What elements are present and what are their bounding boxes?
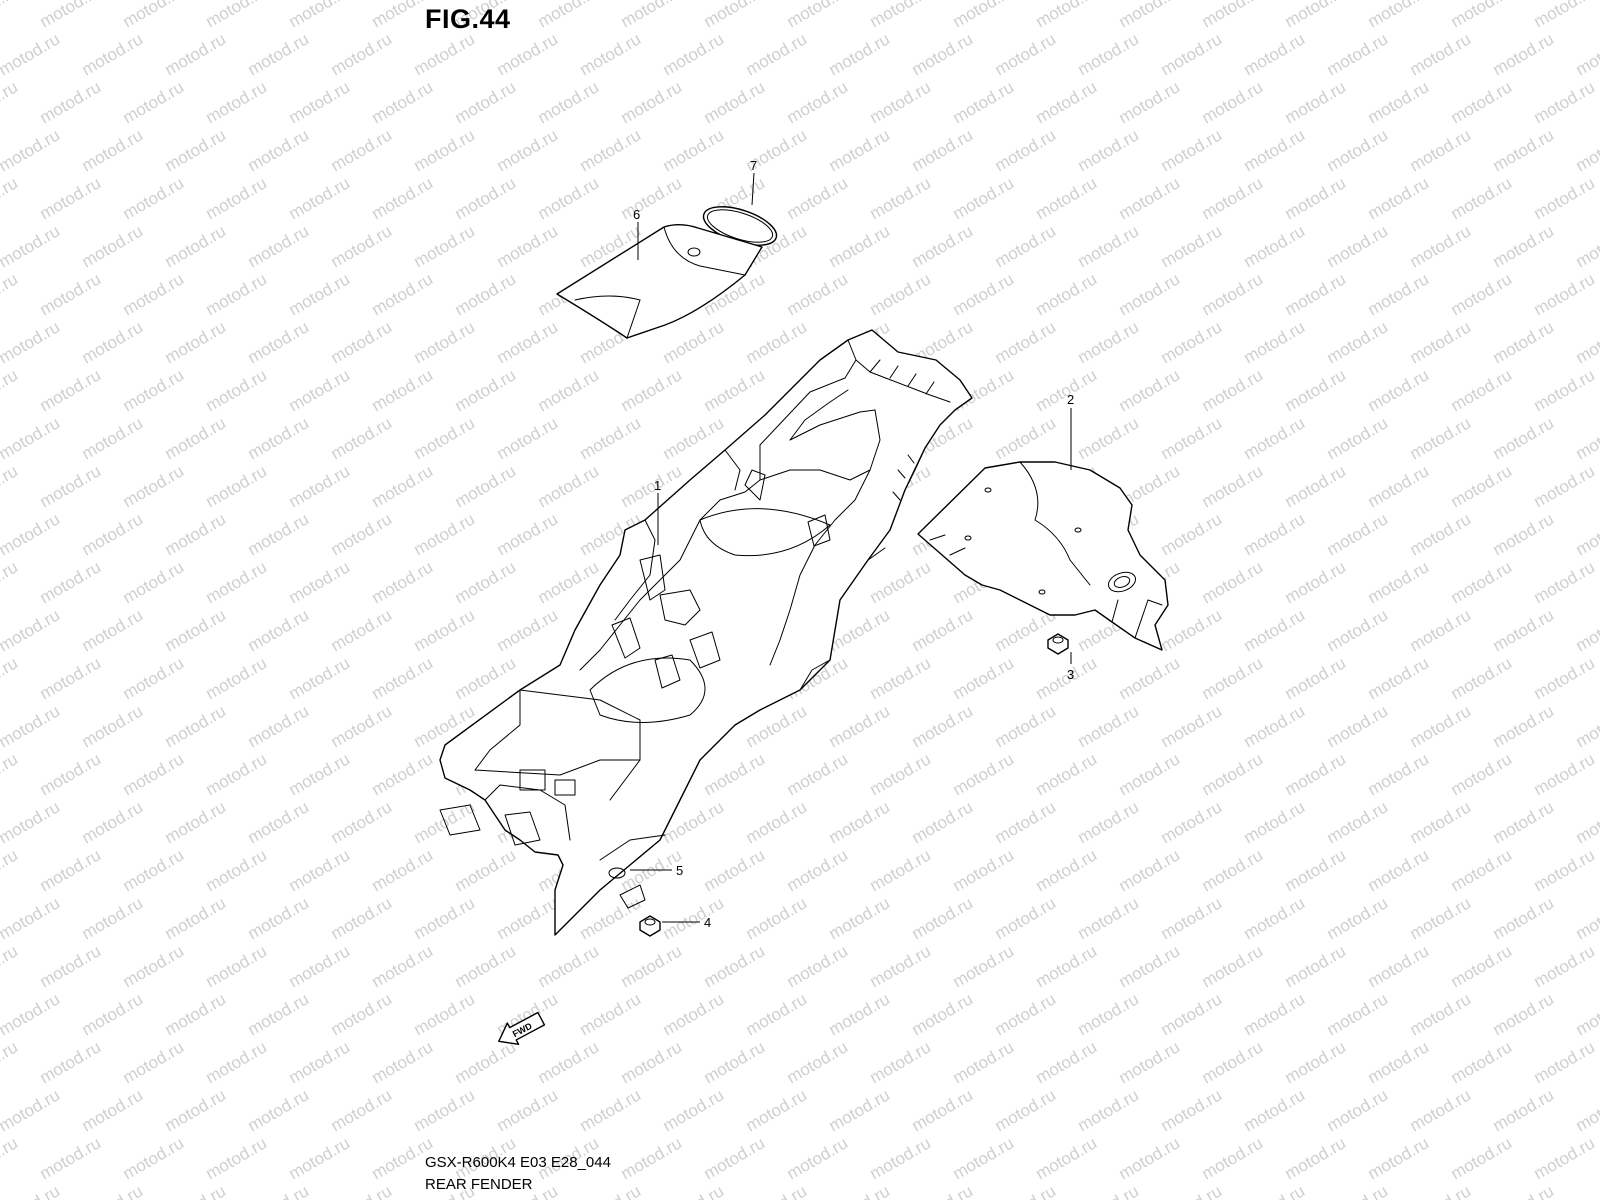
callout-4: 4: [704, 915, 711, 930]
part-3-nut[interactable]: [1047, 633, 1069, 655]
leader-lines: [630, 172, 1072, 923]
callout-6: 6: [633, 207, 640, 222]
callout-3: 3: [1067, 667, 1074, 682]
callout-5: 5: [676, 863, 683, 878]
model-code: GSX-R600K4 E03 E28_044: [425, 1154, 611, 1171]
callout-7: 7: [750, 158, 757, 173]
part-2-mudguard[interactable]: [917, 461, 1169, 651]
forward-arrow-icon: FWD: [498, 1011, 546, 1046]
part-1-rear-fender-body[interactable]: [439, 329, 973, 936]
callout-2: 2: [1067, 392, 1074, 407]
callout-1: 1: [654, 478, 661, 493]
figure-name: REAR FENDER: [425, 1176, 533, 1193]
figure-title: FIG.44: [425, 4, 511, 34]
part-6-cover[interactable]: [556, 224, 763, 339]
part-4-nut[interactable]: [639, 915, 661, 937]
